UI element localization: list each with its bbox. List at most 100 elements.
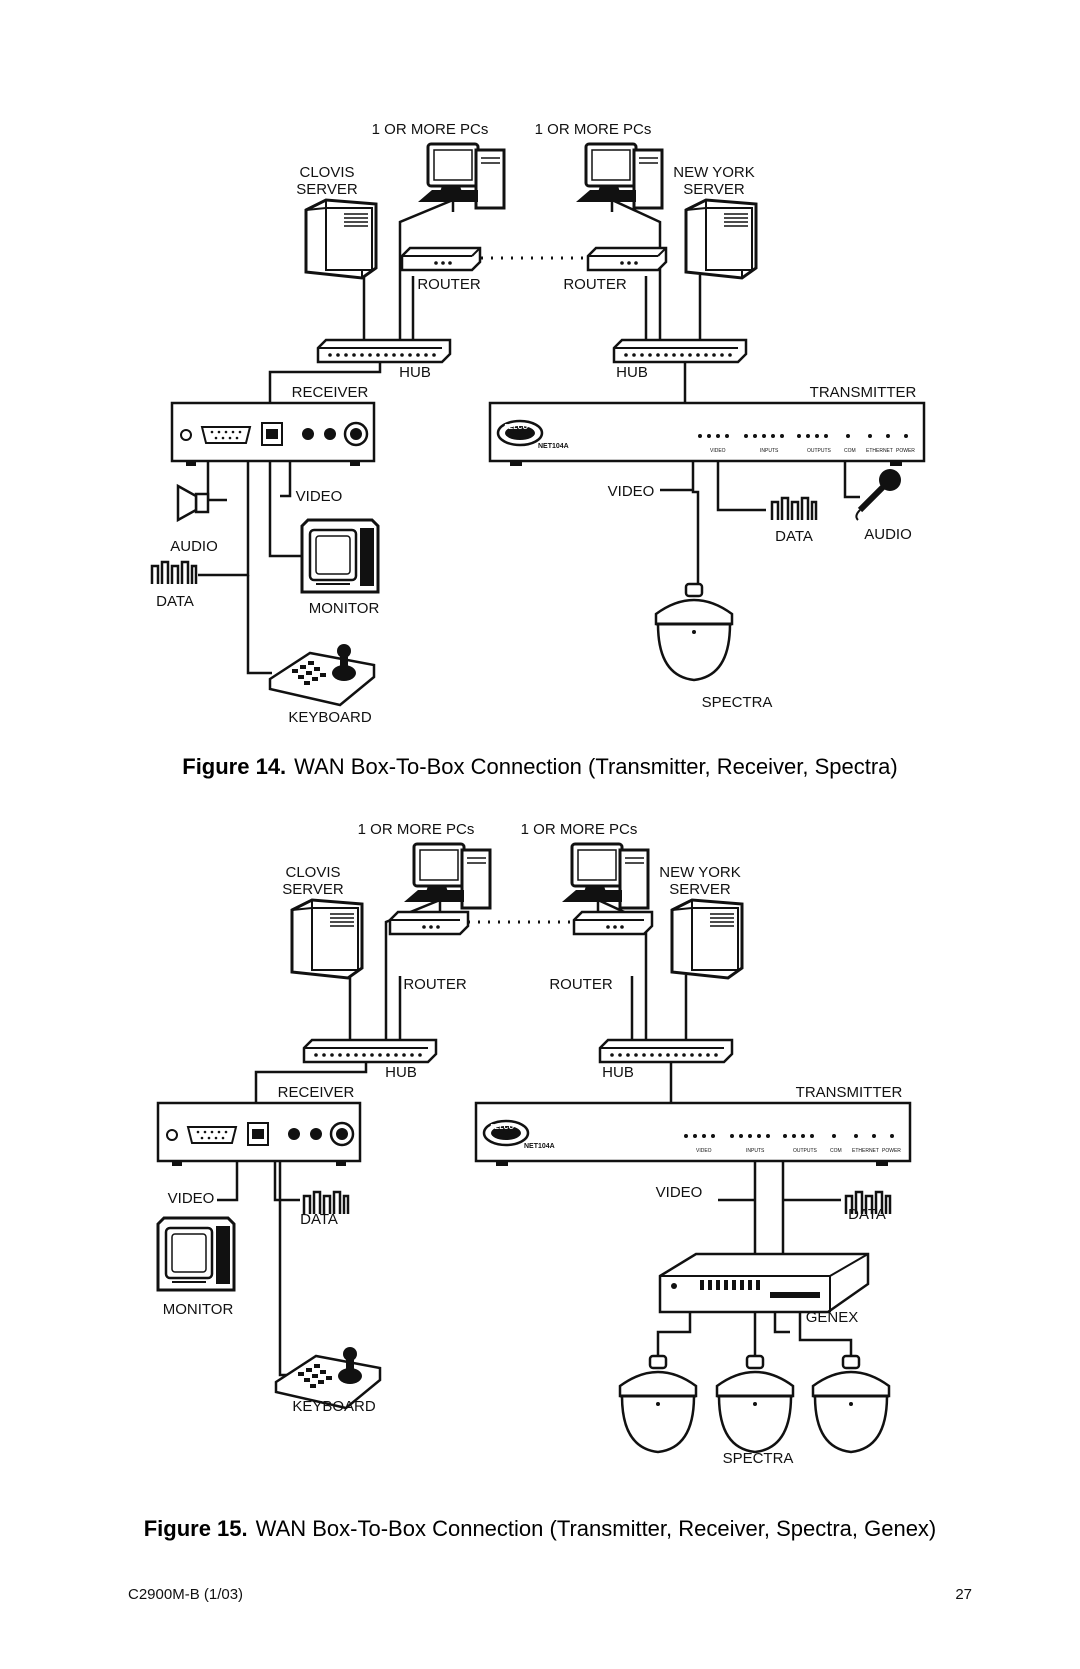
spectra-dome-2-icon: [715, 1354, 795, 1454]
transmitter-box: [488, 401, 926, 466]
data-right-label: DATA: [775, 528, 813, 545]
speaker-icon: [176, 483, 210, 523]
wire-hub-receiver: [254, 1062, 368, 1103]
panel-label-video: VIDEO: [696, 1148, 712, 1154]
panel-label-outputs: OUTPUTS: [807, 448, 831, 454]
wire-hub-receiver: [268, 362, 382, 403]
video-right-label: VIDEO: [655, 1184, 703, 1201]
spectra-dome-icon: [654, 582, 734, 682]
spectra-dome-3-icon: [811, 1354, 891, 1454]
audio-right-label: AUDIO: [864, 526, 912, 543]
receiver-label: RECEIVER: [277, 1084, 355, 1101]
router-right-label: ROUTER: [563, 276, 627, 293]
data-signal-left-icon: [150, 560, 198, 584]
spectra-label: SPECTRA: [722, 1450, 794, 1467]
panel-label-com: COM: [830, 1148, 842, 1154]
router-left-icon: [388, 910, 470, 936]
monitor-label: MONITOR: [308, 600, 380, 617]
transmitter-box: [474, 1101, 912, 1166]
keyboard-label: KEYBOARD: [292, 1398, 376, 1415]
data-left-label: DATA: [300, 1211, 338, 1228]
pcs-left-label: 1 OR MORE PCs: [357, 821, 475, 838]
pc-right-icon: [576, 142, 664, 210]
receiver-box: [170, 401, 376, 466]
transmitter-label: TRANSMITTER: [809, 384, 917, 401]
panel-label-ethernet: ETHERNET: [866, 448, 893, 454]
data-signal-left-icon: [302, 1190, 350, 1214]
panel-label-power: POWER: [882, 1148, 901, 1154]
panel-label-inputs: INPUTS: [746, 1148, 765, 1154]
wire-genex-spectra-1: [656, 1312, 692, 1360]
figure-15-number: Figure 15.: [143, 1516, 248, 1541]
panel-label-video: VIDEO: [710, 448, 726, 454]
spectra-dome-1-icon: [618, 1354, 698, 1454]
wire-video-right: [691, 462, 700, 590]
panel-label-ethernet: ETHERNET: [852, 1148, 879, 1154]
footer-doc-code: C2900M-B (1/03): [128, 1586, 244, 1603]
server-right-label-2: SERVER: [669, 881, 731, 898]
pelco-logo: PELCO: [490, 1124, 515, 1131]
pcs-right-label: 1 OR MORE PCs: [534, 121, 652, 138]
microphone-icon: [855, 469, 901, 521]
genex-label: GENEX: [805, 1309, 859, 1326]
keyboard-label: KEYBOARD: [288, 709, 372, 726]
hub-right-icon: [598, 1038, 734, 1064]
server-right-icon: [684, 198, 758, 280]
figure-15-caption: Figure 15. WAN Box-To-Box Connection (Tra…: [0, 1516, 1080, 1542]
video-left-label: VIDEO: [167, 1190, 215, 1207]
router-left-icon: [400, 246, 482, 272]
figure-15: 1 OR MORE PCs 1 OR MORE PCs CLOVIS SERVE…: [0, 800, 1080, 1542]
hub-left-icon: [316, 338, 452, 364]
footer-page-number: 27: [955, 1586, 972, 1603]
wire-data-right: [716, 462, 766, 512]
wire-keyboard: [246, 575, 272, 675]
wire-video-left: [268, 462, 307, 558]
panel-label-com: COM: [844, 448, 856, 454]
wire-keyboard: [278, 1162, 302, 1377]
keyboard-icon: [268, 644, 376, 707]
data-right-label: DATA: [848, 1206, 886, 1223]
router-right-label: ROUTER: [549, 976, 613, 993]
monitor-label: MONITOR: [162, 1301, 234, 1318]
wire-pc-router-right: [610, 198, 662, 344]
figure-15-diagram: [156, 842, 912, 1454]
server-right-label-1: NEW YORK: [673, 164, 755, 181]
wire-video-left: [217, 1162, 239, 1202]
figure-14: 1 OR MORE PCs 1 OR MORE PCs CLOVIS SERVE…: [0, 0, 1080, 800]
monitor-icon: [300, 518, 380, 594]
wire-audio-left: [206, 462, 227, 502]
wire-genex-label: [773, 1312, 790, 1334]
keyboard-icon: [274, 1347, 382, 1410]
server-left-label-2: SERVER: [282, 881, 344, 898]
video-right-label: VIDEO: [607, 483, 655, 500]
wire-genex-spectra-3: [798, 1312, 853, 1360]
pcs-right-label: 1 OR MORE PCs: [520, 821, 638, 838]
figure-15-title: WAN Box-To-Box Connection (Transmitter, …: [255, 1516, 937, 1541]
figure-14-title: WAN Box-To-Box Connection (Transmitter, …: [294, 754, 898, 779]
router-right-icon: [572, 910, 654, 936]
receiver-box: [156, 1101, 362, 1166]
wire-audio-right: [843, 462, 860, 499]
transmitter-model-label: NET104A: [538, 443, 569, 450]
pc-left-icon: [418, 142, 506, 210]
pcs-left-label: 1 OR MORE PCs: [371, 121, 489, 138]
genex-unit-icon: [658, 1252, 870, 1314]
monitor-icon: [156, 1216, 236, 1292]
transmitter-label: TRANSMITTER: [795, 1084, 903, 1101]
server-right-label-2: SERVER: [683, 181, 745, 198]
pc-left-icon: [404, 842, 492, 910]
panel-label-inputs: INPUTS: [760, 448, 779, 454]
transmitter-model-label: NET104A: [524, 1143, 555, 1150]
audio-left-label: AUDIO: [170, 538, 218, 555]
wire-video-tick: [280, 462, 292, 498]
hub-right-icon: [612, 338, 748, 364]
pelco-logo: PELCO: [504, 424, 529, 431]
video-left-label: VIDEO: [295, 488, 343, 505]
hub-right-label: HUB: [616, 364, 648, 381]
router-right-icon: [586, 246, 668, 272]
spectra-label: SPECTRA: [701, 694, 773, 711]
wire-data-left: [273, 1162, 300, 1202]
hub-left-label: HUB: [385, 1064, 417, 1081]
data-signal-right-icon: [844, 1190, 892, 1214]
hub-left-icon: [302, 1038, 438, 1064]
